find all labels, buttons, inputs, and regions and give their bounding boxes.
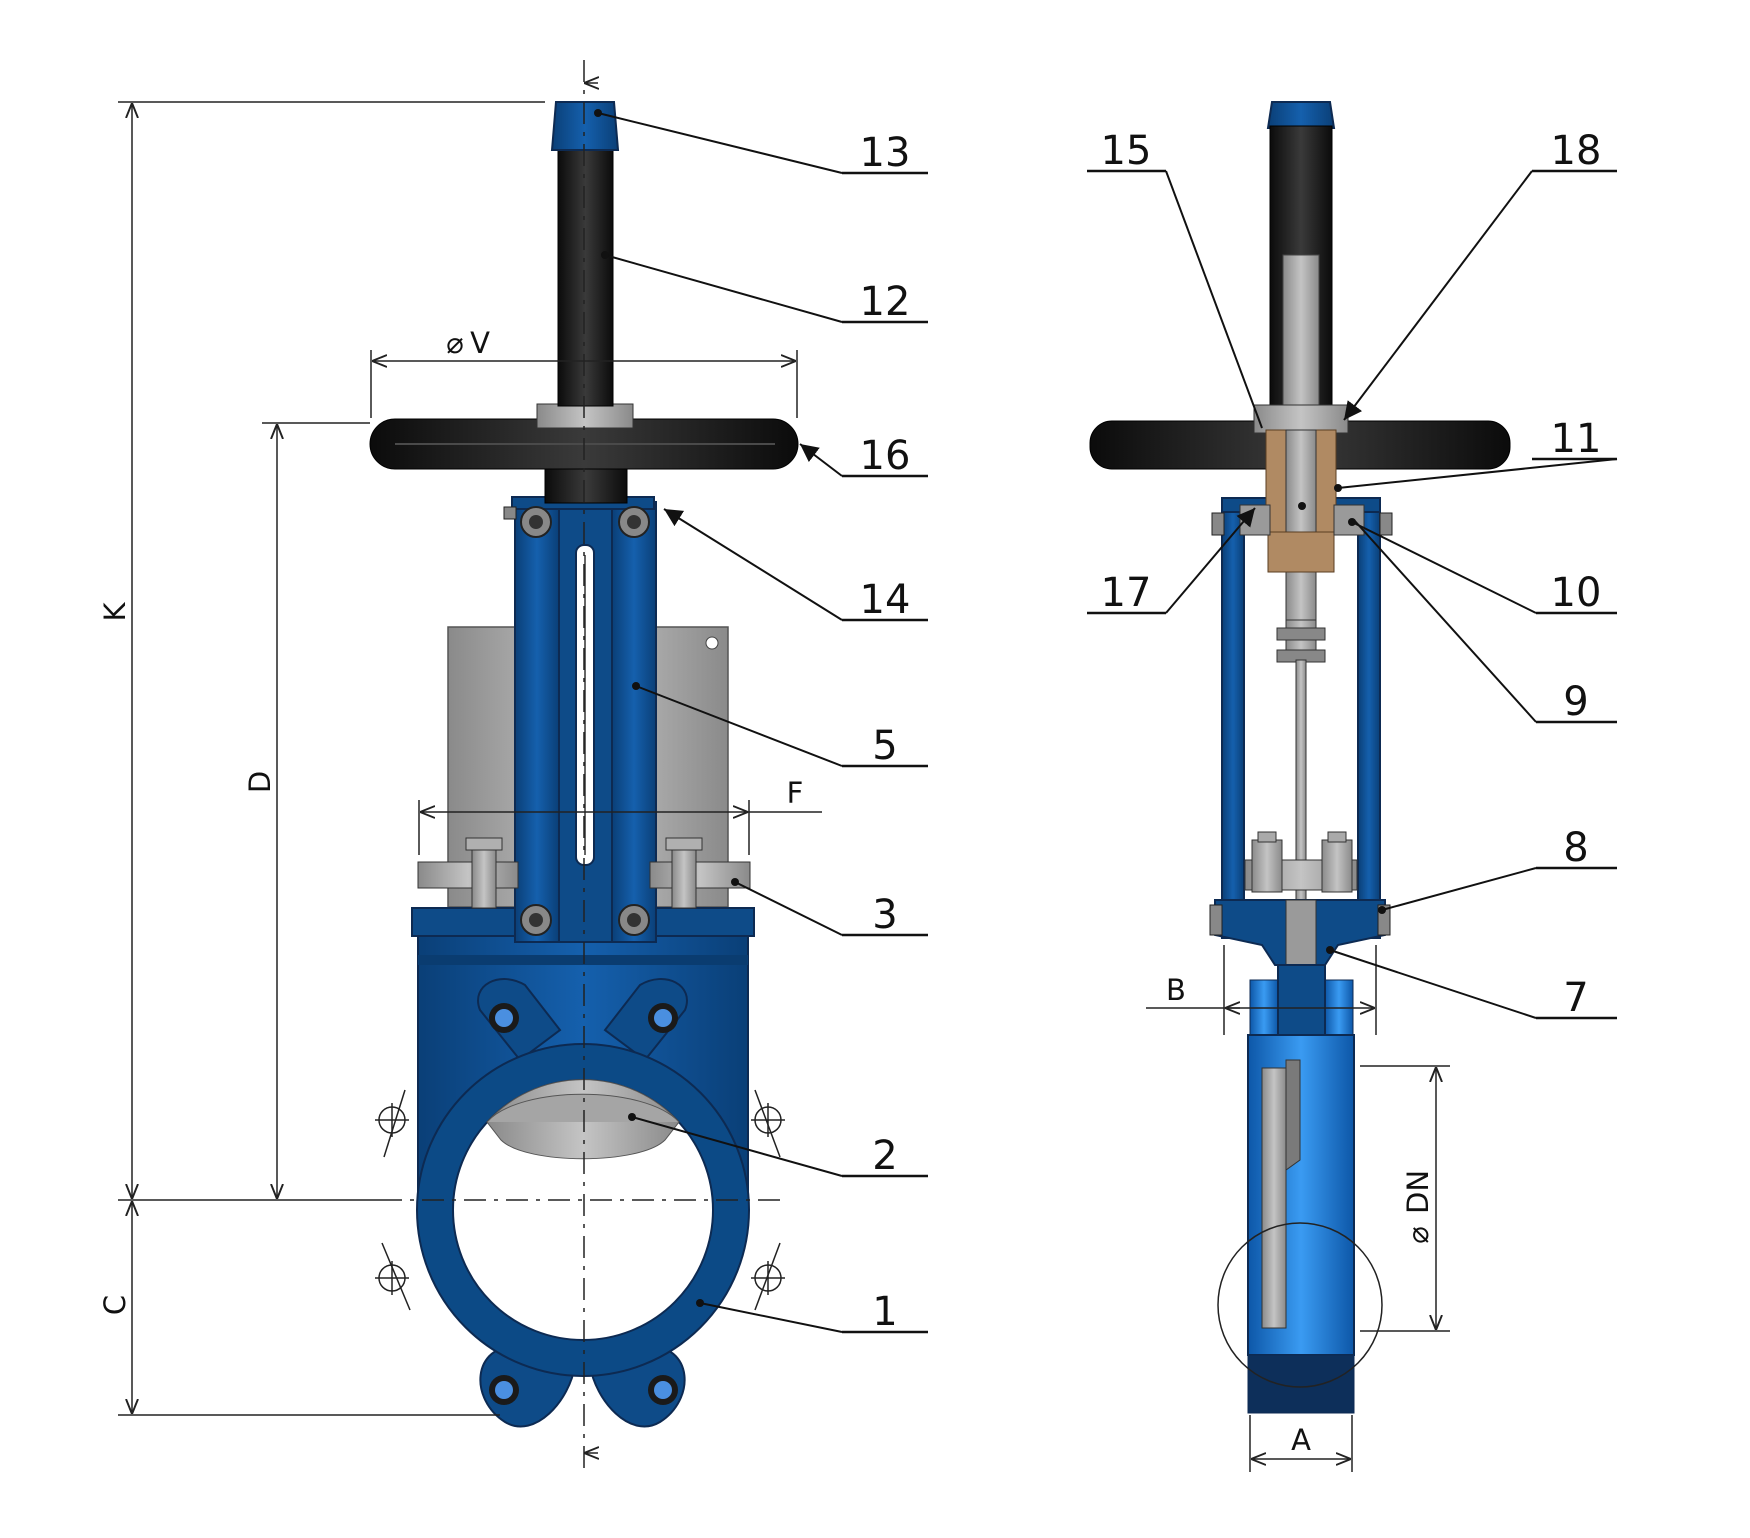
dim-label-v: V	[470, 326, 490, 360]
part-label-9: 9	[1563, 679, 1588, 725]
lug-holes	[489, 1003, 678, 1405]
side-yoke-right	[1357, 497, 1381, 939]
part-label-11: 11	[1551, 416, 1602, 462]
yoke-column-left	[514, 501, 560, 943]
gland-bolts	[417, 837, 751, 909]
part-label-8: 8	[1563, 825, 1588, 871]
part-label-5: 5	[872, 723, 897, 769]
hex-nut	[536, 403, 634, 429]
stem-bearing	[544, 464, 628, 504]
dim-label-c: C	[98, 1295, 132, 1315]
side-view: B A ⌀ DN 15	[1087, 101, 1618, 1472]
yoke-screws	[520, 506, 650, 936]
dim-label-a: A	[1291, 1423, 1311, 1457]
side-gate	[1261, 1067, 1287, 1329]
part-label-13: 13	[860, 130, 911, 176]
dim-label-d: D	[243, 771, 277, 793]
dim-symbol-v: ⌀	[446, 326, 463, 360]
yoke-column-right	[611, 501, 657, 943]
protector-cap	[550, 101, 620, 151]
dim-label-f: F	[787, 776, 804, 810]
part-label-15: 15	[1101, 128, 1152, 174]
part-label-17: 17	[1101, 570, 1152, 616]
part-label-3: 3	[872, 892, 897, 938]
part-label-18: 18	[1551, 128, 1602, 174]
part-label-12: 12	[860, 279, 911, 325]
dim-label-b: B	[1166, 973, 1186, 1007]
part-label-10: 10	[1551, 570, 1602, 616]
stem-protector	[557, 149, 614, 407]
bolt-symbols	[375, 1089, 785, 1311]
dim-symbol-dn: ⌀	[1401, 1226, 1435, 1243]
side-yoke-left	[1221, 497, 1245, 939]
part-label-2: 2	[872, 1133, 897, 1179]
part-label-7: 7	[1563, 975, 1588, 1021]
part-label-1: 1	[872, 1289, 897, 1335]
front-view: K D C ⌀ V F	[98, 60, 928, 1470]
dim-label-k: K	[98, 602, 132, 622]
part-label-16: 16	[860, 433, 911, 479]
part-label-14: 14	[860, 577, 911, 623]
dim-label-dn: DN	[1401, 1170, 1435, 1214]
